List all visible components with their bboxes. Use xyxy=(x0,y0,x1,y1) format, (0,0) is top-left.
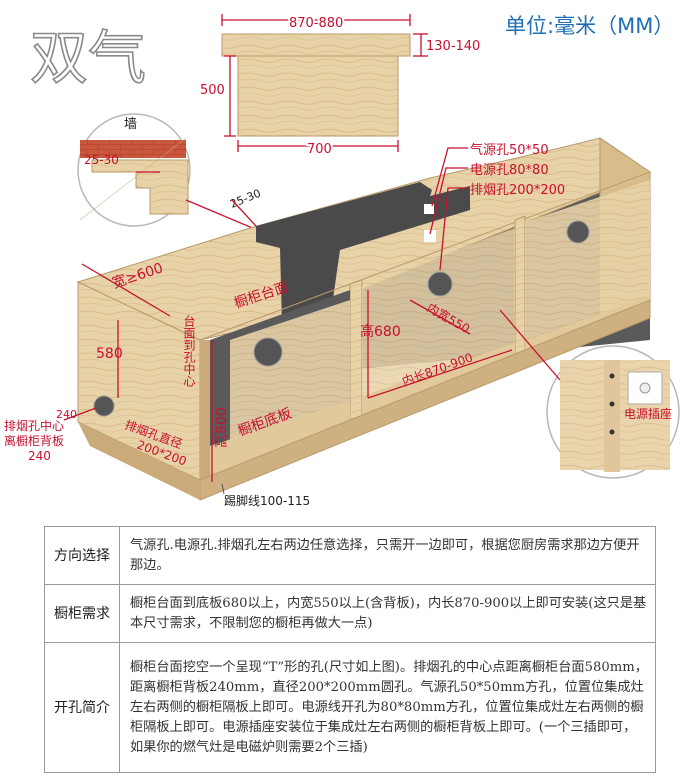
table-row: 方向选择 气源孔.电源孔.排烟孔左右两边任意选择，只需开一边即可，根据您厨房需求… xyxy=(44,526,656,585)
cabinet-diagram: 双气 单位:毫米（MM） 870-880 130-140 500 700 墙 2… xyxy=(4,14,680,508)
gas-hole-label: 气源孔50*50 xyxy=(470,142,549,158)
height-800-label: 高800 xyxy=(213,407,230,448)
exhaust-hole-label: 排烟孔200*200 xyxy=(470,183,565,198)
power-hole-label: 电源孔80*80 xyxy=(470,163,549,178)
row-label-direction: 方向选择 xyxy=(44,526,120,585)
row-text-hole-intro: 橱柜台面挖空一个呈现“T”形的孔(尺寸如上图)。排烟孔的中心点距离橱柜台面580… xyxy=(119,642,656,773)
kick-line-label: 踢脚线100-115 xyxy=(224,493,310,508)
dim-top-width: 870-880 xyxy=(289,16,343,31)
exhaust-center-line2: 离橱柜背板 xyxy=(4,433,64,448)
dim-bottom-width: 700 xyxy=(307,142,332,157)
dim-height-500: 500 xyxy=(200,83,225,98)
unit-label: 单位:毫米（MM） xyxy=(505,14,674,38)
wall-label: 墙 xyxy=(124,117,137,132)
spec-table: 方向选择 气源孔.电源孔.排烟孔左右两边任意选择，只需开一边即可，根据您厨房需求… xyxy=(44,526,656,773)
wall-detail: 墙 25-30 xyxy=(77,113,263,233)
socket-label: 电源插座 xyxy=(624,406,672,421)
row-text-requirement: 橱柜台面到底板680以上，内宽550以上(含背板)，内长870-900以上即可安… xyxy=(119,584,656,643)
socket-detail: 电源插座 xyxy=(499,309,680,479)
exhaust-center-line1: 排烟孔中心 xyxy=(4,418,64,433)
row-label-hole-intro: 开孔简介 xyxy=(44,642,120,773)
cabinet xyxy=(76,137,652,501)
table-row: 开孔简介 橱柜台面挖空一个呈现“T”形的孔(尺寸如上图)。排烟孔的中心点距离橱柜… xyxy=(44,642,656,773)
height-680-label: 高680 xyxy=(360,323,401,340)
row-label-requirement: 橱柜需求 xyxy=(44,584,120,643)
countertop-to-hole-value: 580 xyxy=(96,346,123,362)
wall-gap: 25-30 xyxy=(84,153,119,167)
table-row: 橱柜需求 橱柜台面到底板680以上，内宽550以上(含背板)，内长870-900… xyxy=(44,584,656,643)
row-text-direction: 气源孔.电源孔.排烟孔左右两边任意选择，只需开一边即可，根据您厨房需求那边方便开… xyxy=(119,526,656,585)
watermark: 双气 xyxy=(30,24,146,92)
top-cutout-drawing: 870-880 130-140 500 700 xyxy=(200,14,480,159)
exhaust-center-value: 240 xyxy=(28,449,51,463)
dim-top-depth: 130-140 xyxy=(426,39,480,54)
gap-top-label: 25-30 xyxy=(228,187,263,211)
